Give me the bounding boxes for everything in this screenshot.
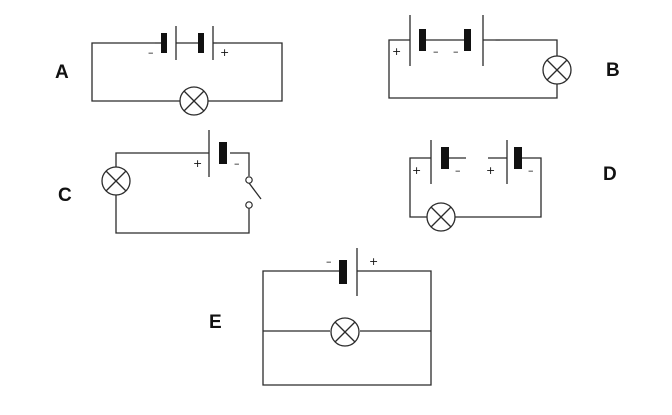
circuit-a-cell-1 [161,26,177,60]
circuit-d-label: D [603,164,617,185]
circuit-c: + – C [58,130,262,234]
circuit-b-wire [388,39,558,99]
circuit-b-cell-1 [409,15,426,66]
circuit-d: + – + – D [409,140,617,232]
circuit-e-label: E [209,312,222,333]
circuit-c-cell [208,130,227,177]
circuit-d-cell-2 [506,140,522,184]
circuit-e: – + E [209,248,432,386]
circuit-a-cell-2 [198,26,214,60]
circuit-c-bulb-icon [101,166,131,196]
circuit-e-bulb-icon [330,317,360,347]
circuit-d-sign-plus-2: + [486,164,495,177]
circuit-c-open-switch [245,176,262,209]
circuit-a-label: A [55,62,69,83]
circuit-b-sign-minus-3: – [495,33,501,46]
circuit-a-bulb-icon [179,86,209,116]
circuit-e-sign-plus: + [369,255,378,268]
circuit-d-sign-plus-1: + [412,164,421,177]
circuit-d-wire [409,157,542,218]
circuit-c-sign-plus: + [193,157,202,170]
circuit-b-cell-2 [464,15,484,66]
circuit-e-cell [339,248,358,296]
circuit-a-wire [91,42,283,102]
circuit-b-sign-plus: + [392,45,401,58]
circuit-d-sign-minus-1: – [455,164,461,177]
circuit-a-sign-minus: – [148,46,154,59]
circuit-b: + – – – B [388,15,620,99]
circuit-a: – + A [55,26,283,116]
circuit-d-bulb-icon [426,202,456,232]
circuit-b-sign-minus-2: – [453,45,459,58]
circuit-b-bulb-icon [542,55,572,85]
circuit-d-cell-1 [430,140,449,184]
circuit-c-label: C [58,185,72,206]
circuit-e-sign-minus: – [326,255,332,268]
circuit-d-sign-minus-2: – [528,164,534,177]
circuit-c-wire [115,152,250,234]
circuit-b-label: B [606,60,620,81]
circuit-e-wire [262,270,432,386]
circuit-a-sign-plus: + [220,46,229,59]
circuit-b-sign-minus-1: – [433,45,439,58]
circuit-c-sign-minus: – [234,157,240,170]
